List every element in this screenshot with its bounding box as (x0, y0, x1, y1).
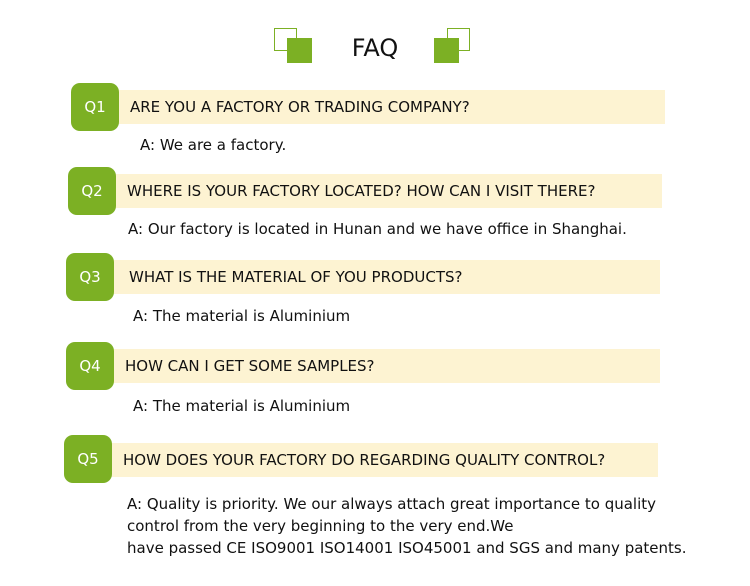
question-text: WHERE IS YOUR FACTORY LOCATED? HOW CAN I… (115, 174, 662, 208)
question-text: HOW DOES YOUR FACTORY DO REGARDING QUALI… (111, 443, 658, 477)
question-badge: Q3 (66, 253, 114, 301)
question-text: WHAT IS THE MATERIAL OF YOU PRODUCTS? (113, 260, 660, 294)
question-badge: Q4 (66, 342, 114, 390)
page-title: FAQ (351, 34, 399, 62)
question-badge: Q1 (71, 83, 119, 131)
square-decoration-icon (274, 28, 312, 63)
square-decoration-icon (434, 28, 470, 63)
answer-line: A: Quality is priority. We our always at… (127, 495, 657, 513)
answer-text: A: Quality is priority. We our always at… (127, 493, 686, 559)
answer-text: A: Our factory is located in Hunan and w… (128, 220, 627, 238)
answer-text: A: The material is Aluminium (133, 397, 351, 415)
question-text: ARE YOU A FACTORY OR TRADING COMPANY? (118, 90, 665, 124)
answer-line: control from the very beginning to the v… (127, 517, 514, 535)
question-text: HOW CAN I GET SOME SAMPLES? (113, 349, 660, 383)
answer-text: A: We are a factory. (140, 136, 287, 154)
question-badge: Q5 (64, 435, 112, 483)
answer-text: A: The material is Aluminium (133, 307, 351, 325)
answer-line: have passed CE ISO9001 ISO14001 ISO45001… (127, 539, 687, 557)
question-badge: Q2 (68, 167, 116, 215)
